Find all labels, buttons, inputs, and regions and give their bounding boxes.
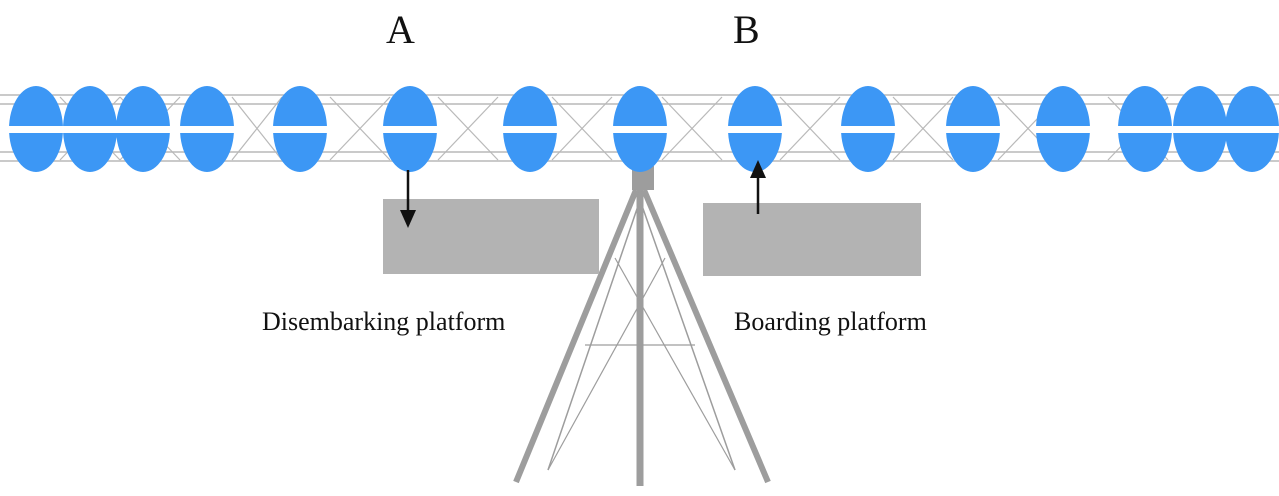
boarding-platform bbox=[703, 203, 921, 276]
gondola-cabin bbox=[273, 86, 327, 172]
gondola-cabin bbox=[728, 86, 782, 172]
cabin-window-stripe bbox=[180, 126, 234, 133]
cabin-window-stripe bbox=[946, 126, 1000, 133]
disembarking-platform bbox=[383, 199, 599, 274]
truss-cross-brace bbox=[551, 96, 613, 161]
truss-cross-brace bbox=[661, 96, 723, 161]
gondola-cabin bbox=[116, 86, 170, 172]
truss-cross-brace bbox=[231, 96, 283, 161]
gondola-cabin bbox=[180, 86, 234, 172]
tower-head bbox=[632, 166, 654, 190]
cabin-window-stripe bbox=[63, 126, 117, 133]
truss-cross-brace bbox=[892, 96, 954, 161]
support-tower bbox=[513, 166, 771, 486]
cabin-window-stripe bbox=[613, 126, 667, 133]
disembark-arrow-head bbox=[400, 210, 416, 228]
cabin-window-stripe bbox=[1118, 126, 1172, 133]
truss-cross-brace bbox=[329, 96, 391, 161]
cabin-row bbox=[9, 86, 1279, 172]
boarding-platform-label: Boarding platform bbox=[734, 307, 927, 336]
disembarking-platform-label: Disembarking platform bbox=[262, 307, 506, 336]
cabin-window-stripe bbox=[1036, 126, 1090, 133]
platforms bbox=[383, 199, 921, 276]
tower-brace bbox=[547, 199, 641, 471]
cabin-window-stripe bbox=[116, 126, 170, 133]
cabin-window-stripe bbox=[9, 126, 63, 133]
cabin-window-stripe bbox=[273, 126, 327, 133]
gondola-cabin bbox=[1225, 86, 1279, 172]
cabin-window-stripe bbox=[503, 126, 557, 133]
flow-arrows bbox=[400, 160, 766, 228]
cabin-window-stripe bbox=[841, 126, 895, 133]
board-arrow-head bbox=[750, 160, 766, 178]
position-label-a: A bbox=[386, 7, 415, 52]
gondola-cabin bbox=[63, 86, 117, 172]
gondola-cabin bbox=[383, 86, 437, 172]
truss-cross-brace bbox=[779, 96, 841, 161]
gondola-cabin bbox=[9, 86, 63, 172]
cabin-window-stripe bbox=[1225, 126, 1279, 133]
tower-brace bbox=[639, 199, 736, 471]
gondola-cabin bbox=[841, 86, 895, 172]
gondola-cabin bbox=[613, 86, 667, 172]
gondola-cabin bbox=[503, 86, 557, 172]
cabin-window-stripe bbox=[728, 126, 782, 133]
tower-brace bbox=[547, 257, 666, 471]
tower-brace bbox=[614, 257, 736, 471]
gondola-cabin bbox=[946, 86, 1000, 172]
cabin-window-stripe bbox=[1173, 126, 1227, 133]
truss-cross-brace bbox=[437, 96, 499, 161]
tower-right-leg bbox=[641, 188, 771, 484]
gondola-cabin bbox=[1036, 86, 1090, 172]
position-label-b: B bbox=[733, 7, 760, 52]
gondola-cabin bbox=[1118, 86, 1172, 172]
cabin-window-stripe bbox=[383, 126, 437, 133]
gondola-cabin bbox=[1173, 86, 1227, 172]
tower-left-leg bbox=[513, 188, 639, 484]
